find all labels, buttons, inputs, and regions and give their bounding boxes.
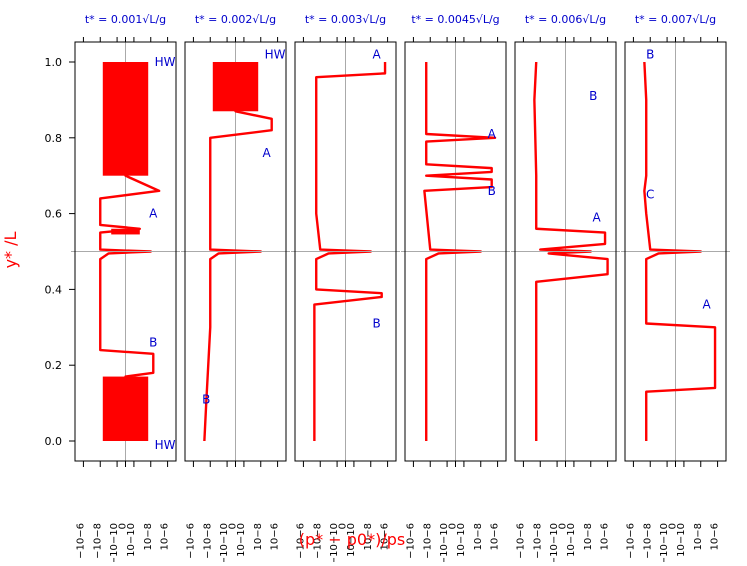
y-tick-label: 0.0 <box>45 435 63 448</box>
x-tick-label: 10−6 <box>490 523 501 550</box>
panel-title: t* = 0.0045√L/g <box>411 13 499 26</box>
x-tick-label: 0 <box>338 523 349 529</box>
x-tick-label: 10−6 <box>270 523 281 550</box>
x-tick-label: −10−6 <box>75 523 86 559</box>
annotation-label: A <box>703 298 712 312</box>
annotation-label: A <box>373 47 382 61</box>
x-tick-label: 10−8 <box>473 523 484 550</box>
y-tick-label: 1.0 <box>45 56 63 69</box>
annotation-label: B <box>646 47 654 61</box>
x-tick-label: −10−10 <box>549 523 560 562</box>
x-tick-label: 10−6 <box>380 523 391 550</box>
x-tick-label: −10−10 <box>439 523 450 562</box>
x-tick-label: 10−8 <box>693 523 704 550</box>
x-tick-label: 10−10 <box>676 523 687 557</box>
panel-title: t* = 0.001√L/g <box>85 13 166 26</box>
x-axis-label: (p* − p0*)/ps <box>299 530 405 549</box>
x-tick-label: 10−8 <box>583 523 594 550</box>
x-tick-label: −10−8 <box>202 523 213 559</box>
oscillation-band <box>111 228 140 235</box>
panel-title: t* = 0.002√L/g <box>195 13 276 26</box>
x-tick-label: 10−8 <box>363 523 374 550</box>
x-tick-label: −10−10 <box>219 523 230 562</box>
x-tick-label: −10−6 <box>295 523 306 559</box>
x-tick-label: −10−8 <box>422 523 433 559</box>
x-tick-label: −10−6 <box>185 523 196 559</box>
y-axis-label: y* /L <box>1 231 20 268</box>
series-line <box>313 62 387 441</box>
annotation-label: C <box>646 188 654 202</box>
x-tick-label: 0 <box>448 523 459 529</box>
x-tick-label: 10−10 <box>456 523 467 557</box>
x-tick-label: −10−8 <box>642 523 653 559</box>
series-line <box>203 62 273 442</box>
x-tick-label: −10−8 <box>92 523 103 559</box>
x-tick-label: −10−6 <box>405 523 416 559</box>
annotation-label: A <box>488 127 497 141</box>
x-tick-label: −10−6 <box>625 523 636 559</box>
x-tick-label: 10−6 <box>600 523 611 550</box>
series-line <box>99 62 161 441</box>
y-tick-label: 0.6 <box>45 208 63 221</box>
panel-2: HW A Bt* = 0.002√L/g −10−6 −10−8 −10−10010−10… <box>181 13 290 565</box>
x-tick-label: 0 <box>668 523 679 529</box>
series-line <box>423 62 497 441</box>
annotation-label: B <box>373 317 381 331</box>
x-tick-label: 0 <box>558 523 569 529</box>
x-tick-label: −10−8 <box>532 523 543 559</box>
panel-title: t* = 0.003√L/g <box>305 13 386 26</box>
annotation-label: B <box>488 184 496 198</box>
series-line <box>533 61 609 441</box>
annotation-label: A <box>593 210 602 224</box>
x-tick-label: 10−8 <box>253 523 264 550</box>
y-tick-label: 0.2 <box>45 359 63 372</box>
annotation-label: A <box>149 207 158 221</box>
x-tick-label: 10−6 <box>710 523 721 550</box>
x-tick-label: 10−6 <box>160 523 171 550</box>
x-tick-label: −10−10 <box>659 523 670 562</box>
x-tick-label: −10−6 <box>515 523 526 559</box>
x-tick-label: −10−10 <box>109 523 120 562</box>
x-tick-label: 10−10 <box>566 523 577 557</box>
x-tick-label: 10−8 <box>143 523 154 550</box>
panel-title: t* = 0.006√L/g <box>525 13 606 26</box>
annotation-label: B <box>149 335 157 349</box>
x-tick-label: 10−10 <box>126 523 137 557</box>
x-tick-label: 10−10 <box>346 523 357 557</box>
x-tick-label: 0 <box>118 523 129 529</box>
x-tick-label: 10−10 <box>236 523 247 557</box>
x-tick-label: −10−10 <box>329 523 340 562</box>
annotation-label: A <box>263 146 272 160</box>
series-line <box>643 61 717 441</box>
x-tick-label: −10−8 <box>312 523 323 559</box>
annotation-label: B <box>202 392 210 406</box>
y-tick-label: 0.4 <box>45 283 63 296</box>
annotation-label: B <box>589 89 597 103</box>
annotation-label: HW <box>155 438 176 452</box>
annotation-label: HW <box>265 47 286 61</box>
annotation-label: HW <box>155 55 176 69</box>
x-tick-label: 0 <box>228 523 239 529</box>
panel-title: t* = 0.007√L/g <box>635 13 716 26</box>
y-tick-label: 0.8 <box>45 132 63 145</box>
